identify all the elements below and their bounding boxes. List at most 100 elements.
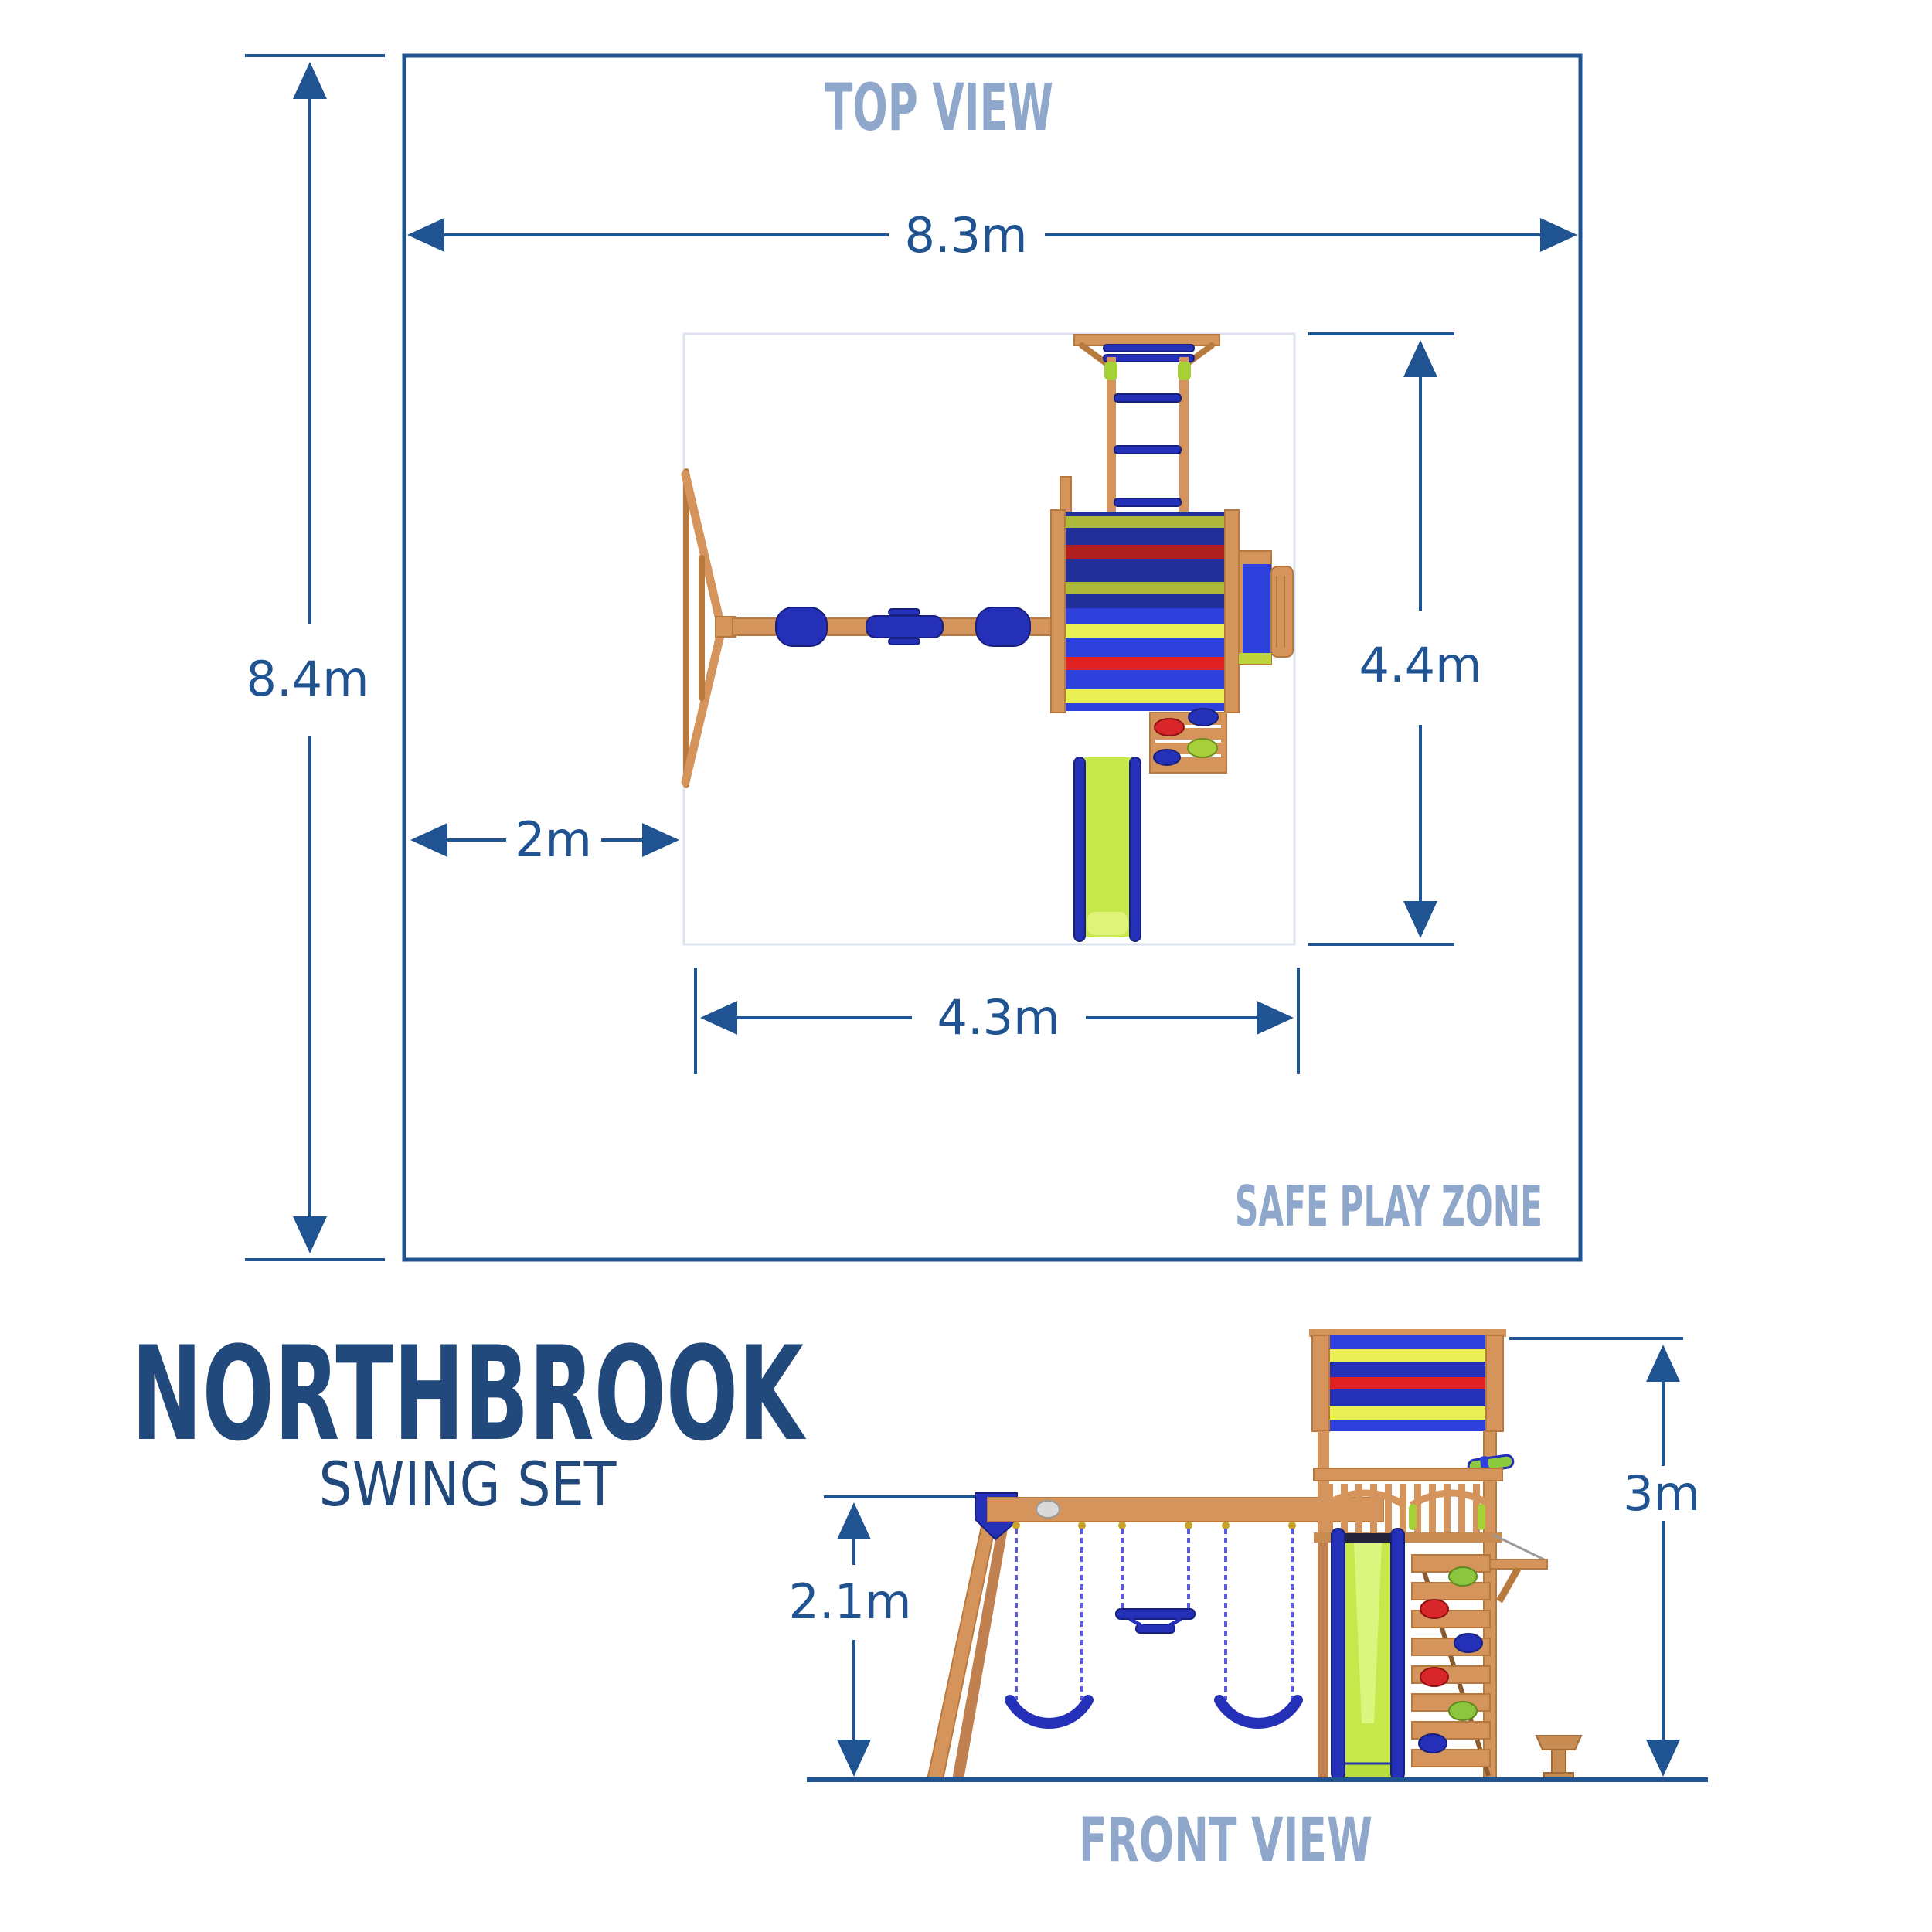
front-view-section: 2.1m 3m FRONT VIEW (789, 1329, 1708, 1876)
arrow-up-icon (293, 62, 327, 99)
awning-wire (1492, 1533, 1548, 1563)
climb-rock (1448, 1701, 1478, 1721)
slide-highlight (1354, 1543, 1382, 1723)
dim-unit-width: 4.3m (694, 968, 1300, 1074)
canopy-stripe (1329, 1377, 1486, 1389)
arrow-right-icon (1540, 218, 1577, 252)
safe-play-zone-label: SAFE PLAY ZONE (1235, 1174, 1543, 1239)
canopy-stripe (1065, 657, 1225, 670)
belt-swing-top (775, 607, 828, 647)
glider-handle (888, 608, 920, 616)
slide-opening (1345, 1533, 1391, 1544)
fort-canopy-top (1050, 476, 1240, 713)
ladder-rung (1114, 445, 1182, 454)
front-view-heading: FRONT VIEW (1079, 1806, 1372, 1876)
baluster (1355, 1484, 1362, 1532)
grip-handle (1104, 362, 1117, 380)
table-board (1489, 1559, 1548, 1570)
climb-rock (1153, 749, 1181, 766)
canopy-stripe (1065, 703, 1225, 711)
dim-label-unit-depth: 4.4m (1359, 637, 1482, 693)
belt-swing-top (975, 607, 1031, 647)
chain-connector (1078, 1522, 1086, 1529)
slide-top (1073, 757, 1141, 942)
arrow-right-icon (642, 823, 679, 857)
pedestal-stem (1551, 1749, 1566, 1775)
arrow-up-icon (1403, 340, 1437, 377)
safe-play-zone-border (402, 53, 1583, 1262)
climb-rock (1188, 708, 1219, 726)
baluster (1341, 1484, 1348, 1532)
ladder-rail (1179, 357, 1189, 512)
climb-plank (1411, 1554, 1491, 1573)
railing-arch (1322, 1489, 1407, 1509)
glider-link (1167, 1617, 1182, 1628)
arrow-down-icon (1403, 901, 1437, 938)
dim-front-clearance: 2m (410, 811, 679, 868)
side-table-top (1238, 550, 1294, 665)
canopy-stripe (1329, 1362, 1486, 1377)
monkey-bars-top (1073, 334, 1220, 512)
canopy-stripe (1329, 1349, 1486, 1362)
canopy-stripe (1065, 689, 1225, 703)
slide-rail (1331, 1528, 1345, 1781)
canopy-stripe (1065, 582, 1225, 594)
arrow-left-icon (410, 823, 447, 857)
chain-connector (1222, 1522, 1230, 1529)
slide-rail (1073, 757, 1086, 942)
slide-exit (1337, 1762, 1399, 1781)
dim-label-beam-height: 2.1m (789, 1573, 912, 1630)
arrow-down-icon (293, 1216, 327, 1253)
canopy-rail (1050, 509, 1066, 713)
railing-top-bar (1313, 1468, 1503, 1481)
baluster (1473, 1484, 1480, 1532)
corner-post (1060, 476, 1072, 515)
slide-rail (1390, 1528, 1405, 1781)
glider-handle (888, 638, 920, 645)
canopy-rail (1224, 509, 1240, 713)
fort-post (1318, 1539, 1328, 1780)
dim-zone-width: 8.3m (407, 207, 1577, 264)
swing-chains (1012, 1522, 1296, 1700)
baluster (1414, 1484, 1421, 1532)
dim-label-overall-height: 3m (1623, 1465, 1700, 1522)
slide-exit (1087, 912, 1128, 935)
dim-label-zone-depth: 8.4m (247, 651, 369, 707)
slide-surface (1084, 757, 1131, 937)
top-view-heading: TOP VIEW (825, 70, 1053, 145)
canopy-stripe (1329, 1389, 1486, 1406)
climb-plank (1411, 1749, 1491, 1767)
table-board (1270, 566, 1294, 658)
fort-canopy-front (1309, 1329, 1506, 1432)
canopy-stripe (1065, 608, 1225, 624)
arrow-up-icon (1646, 1345, 1680, 1382)
annex-awning (1243, 564, 1271, 657)
glider-bar (1115, 1608, 1196, 1620)
swing-set-front-view-illustration (926, 1329, 1583, 1781)
grip-handle (1478, 1504, 1485, 1530)
climb-rock (1420, 1667, 1449, 1687)
pedestal-cap (1535, 1735, 1583, 1750)
canopy-post (1485, 1335, 1504, 1432)
pedestal (1535, 1735, 1583, 1781)
a-frame-rear-leg (952, 1509, 1011, 1780)
baluster (1326, 1484, 1333, 1532)
baluster (1370, 1484, 1377, 1532)
arrow-right-icon (1257, 1001, 1294, 1035)
canopy-top-bar (1309, 1329, 1506, 1337)
dim-label-front-clearance: 2m (515, 811, 592, 868)
dim-beam-height: 2.1m (789, 1495, 975, 1777)
baluster (1458, 1484, 1465, 1532)
a-frame-leg (681, 470, 726, 631)
slide-rail (1129, 757, 1141, 942)
arrow-down-icon (837, 1740, 871, 1777)
arrow-left-icon (700, 1001, 737, 1035)
product-category: SWING SET (319, 1451, 617, 1520)
monkey-bar-rung (1103, 344, 1195, 352)
ladder-rung (1114, 498, 1182, 507)
baluster (1429, 1484, 1436, 1532)
climbing-wall-top (1149, 708, 1227, 774)
canopy-stripe (1065, 545, 1225, 559)
